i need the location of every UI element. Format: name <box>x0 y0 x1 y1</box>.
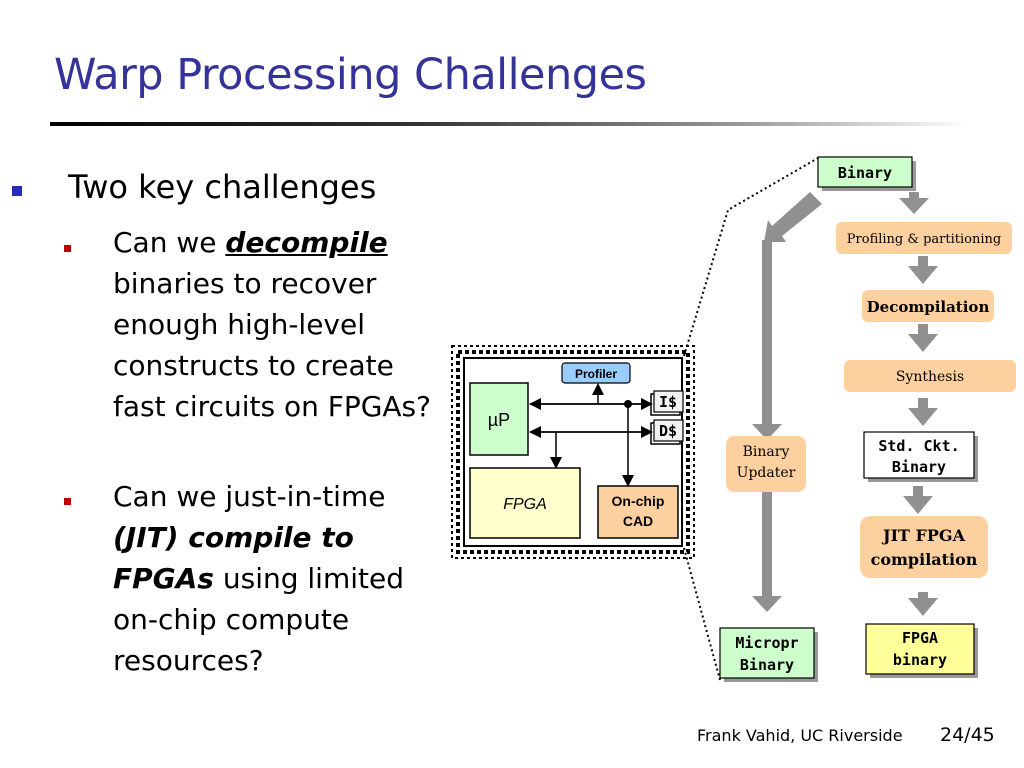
bullet-main: Two key challenges <box>68 168 377 206</box>
microprocessor-block <box>469 382 529 456</box>
std-ckt-line1: Std. Ckt. <box>878 437 959 455</box>
synthesis-box <box>844 360 1016 392</box>
sub-bullet-marker <box>64 245 71 252</box>
fpga-binary-line2: binary <box>893 651 947 669</box>
sub-bullet-2-post: using limited on-chip compute resources? <box>113 562 404 677</box>
binary-top-doc: Binary <box>817 156 916 191</box>
sub-bullet-1: Can we decompile binaries to recover eno… <box>113 222 433 427</box>
sub-bullet-2-emphasis: (JIT) compile to FPGAs <box>113 521 354 595</box>
synthesis-label: Synthesis <box>896 369 964 385</box>
binary-top-label: Binary <box>838 164 892 182</box>
dcache-shadow <box>653 419 684 442</box>
icache-label: I$ <box>659 393 677 411</box>
slide-title: Warp Processing Challenges <box>54 50 647 100</box>
decompilation-box <box>862 290 994 322</box>
std-ckt-binary-doc: Std. Ckt. Binary <box>863 431 978 482</box>
onchip-cad-line1: On-chip <box>612 493 665 509</box>
fpga-block <box>469 467 581 539</box>
micropr-line1: Micropr <box>735 634 798 652</box>
icache-shadow <box>653 390 684 413</box>
microprocessor-label: µP <box>488 410 510 430</box>
onchip-cad-line2: CAD <box>623 513 653 529</box>
dcache-label: D$ <box>659 422 677 440</box>
onchip-cad-block <box>597 485 679 539</box>
jit-line1: JIT FPGA <box>881 526 966 545</box>
decompilation-label: Decompilation <box>867 298 990 316</box>
profiler-label: Profiler <box>575 367 617 381</box>
updater-line2: Updater <box>737 465 796 481</box>
sub-bullet-2: Can we just-in-time (JIT) compile to FPG… <box>113 476 433 681</box>
binary-updater-box <box>726 436 806 492</box>
fpga-label: FPGA <box>503 496 547 513</box>
flow-arrows <box>752 192 938 616</box>
jit-compilation-box <box>860 516 988 578</box>
sub-bullet-1-pre: Can we <box>113 226 226 259</box>
title-underline <box>50 122 970 126</box>
updater-line1: Binary <box>743 444 790 460</box>
page-number: 24/45 <box>940 724 995 746</box>
micropr-binary-doc: Micropr Binary <box>719 627 818 682</box>
micropr-line2: Binary <box>740 656 794 674</box>
profiling-label: Profiling & partitioning <box>847 232 1001 247</box>
fpga-binary-doc: FPGA binary <box>865 623 978 678</box>
profiling-box <box>836 222 1012 254</box>
bullet-marker <box>12 186 22 196</box>
std-ckt-line2: Binary <box>892 458 946 476</box>
jit-line2: compilation <box>871 550 978 569</box>
fpga-binary-line1: FPGA <box>902 629 938 647</box>
sub-bullet-1-post: binaries to recover enough high-level co… <box>113 267 432 423</box>
footer-author: Frank Vahid, UC Riverside <box>697 726 903 745</box>
sub-bullet-marker <box>64 498 71 505</box>
bus-junction <box>624 400 632 408</box>
sub-bullet-1-emphasis: decompile <box>225 226 388 259</box>
sub-bullet-2-pre: Can we just-in-time <box>113 480 386 513</box>
zoom-lines <box>683 157 819 681</box>
